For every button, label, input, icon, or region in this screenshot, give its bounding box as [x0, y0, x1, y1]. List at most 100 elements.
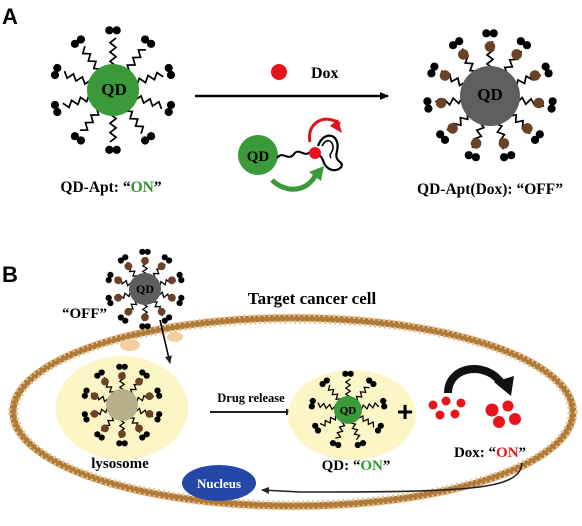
aptamer-loop: [354, 441, 361, 449]
aptamer-loop: [139, 248, 146, 255]
dox-molecule: [271, 64, 287, 80]
aptamer-loop: [107, 271, 114, 278]
qd-on-caption: QD: “ON”: [322, 458, 391, 474]
aptamer-loop: [544, 69, 553, 78]
aptamer-loop: [541, 62, 550, 71]
aptamer-loop: [489, 29, 498, 38]
caption-open-quote: “: [123, 179, 131, 196]
aptamer-loop: [156, 392, 163, 399]
aptamer-loop: [366, 377, 373, 384]
aptamer-loop: [98, 369, 105, 376]
binding-schematic: QD: [238, 117, 343, 192]
caption-close-quote: ”: [154, 179, 162, 196]
aptamer-loop: [374, 427, 382, 434]
membrane-bulge-2: [167, 332, 183, 342]
aptamer-loop: [139, 369, 146, 376]
aptamer-loop: [176, 271, 183, 278]
qd-apt-on-caption: QD-Apt: “ON”: [60, 179, 161, 196]
aptamer-loop: [347, 370, 354, 377]
off-label: “OFF”: [62, 306, 107, 322]
dox-bound-small: [309, 147, 321, 159]
aptamer-loop: [423, 97, 432, 106]
aptamer-loop: [122, 317, 129, 324]
bound-dox: [135, 424, 143, 433]
aptamer-strand: [126, 48, 146, 73]
dox-cluster: [428, 396, 521, 428]
aptamer-loop: [139, 323, 146, 330]
aptamer-strand: [80, 107, 100, 132]
aptamer-strand: [357, 415, 375, 428]
bound-dox: [141, 256, 149, 265]
bound-dox: [498, 138, 510, 149]
aptamer-loop: [455, 37, 464, 46]
dox-to-nucleus-arrow: [261, 462, 523, 494]
bound-dox: [90, 392, 99, 400]
aptamer-loop-small: [316, 134, 343, 172]
qd-apt-dox-off-particle: [423, 29, 557, 162]
aptamer-loop: [141, 136, 150, 145]
aptamer-loop: [329, 440, 337, 447]
aptamer-loop: [323, 377, 330, 384]
aptamer-strand-small: [276, 150, 311, 159]
dox-dot: [450, 409, 460, 419]
nucleus: [182, 465, 256, 501]
bound-dox: [141, 313, 149, 322]
aptamer-strand: [317, 402, 337, 411]
red-arrow-head: [330, 119, 342, 133]
aptamer-loop: [308, 403, 315, 410]
aptamer-loop: [430, 62, 439, 71]
aptamer-loop: [141, 35, 150, 44]
aptamer-loop: [370, 380, 377, 388]
aptamer-loop: [122, 254, 129, 261]
bound-dox: [533, 97, 545, 109]
aptamer-strand: [360, 401, 380, 411]
aptamer-strand: [327, 384, 342, 401]
aptamer-strand: [63, 70, 92, 86]
aptamer-loop: [70, 39, 79, 48]
cell-membrane-inner-dots: [15, 320, 571, 504]
aptamer-loop: [166, 100, 176, 110]
caption-open-quote: “: [353, 458, 361, 474]
aptamer-loop: [380, 397, 387, 405]
aptamer-loop: [547, 104, 556, 113]
caption-close-quote: ”: [519, 445, 527, 461]
bound-dox: [447, 123, 458, 134]
green-arrow-head: [309, 166, 324, 181]
aptamer-strand: [108, 37, 118, 67]
aptamer-loop: [154, 416, 161, 423]
aptamer-loop: [161, 254, 168, 261]
aptamer-loop: [81, 392, 88, 399]
aptamer-loop: [440, 135, 450, 144]
aptamer-loop: [116, 363, 123, 370]
aptamer-loop-small-2: [321, 139, 334, 159]
aptamer-loop: [548, 97, 557, 106]
aptamer-loop: [166, 70, 176, 80]
aptamer-loop: [143, 431, 150, 438]
qd-on-core-label: QD: [340, 405, 357, 417]
aptamer-strand: [355, 386, 370, 402]
aptamer-loop: [516, 37, 525, 46]
aptamer-loop: [314, 427, 322, 434]
bound-dox: [511, 49, 522, 60]
aptamer-strand: [344, 378, 352, 398]
aptamer-loop: [117, 257, 124, 264]
qd-on-particle-released: [308, 370, 388, 449]
aptamer-loop: [53, 107, 62, 117]
aptamer-loop: [98, 434, 105, 441]
aptamer-loop: [105, 145, 114, 154]
bound-dox: [484, 41, 496, 52]
aptamer-loop: [76, 136, 85, 145]
qd-core-label-dark: QD: [477, 85, 503, 104]
aptamer-loop: [507, 151, 516, 160]
panel-b-letter: B: [2, 262, 18, 287]
lysosome-label: lysosome: [91, 456, 149, 472]
aptamer-loop: [94, 431, 101, 438]
dox-dot: [509, 413, 521, 425]
bound-dox: [118, 372, 126, 380]
aptamer-loop: [522, 41, 532, 50]
aptamer-loop: [70, 132, 79, 141]
aptamer-loop: [312, 422, 319, 429]
aptamer-loop: [530, 135, 540, 144]
aptamer-loop: [161, 317, 168, 324]
aptamer-loop: [156, 411, 163, 418]
